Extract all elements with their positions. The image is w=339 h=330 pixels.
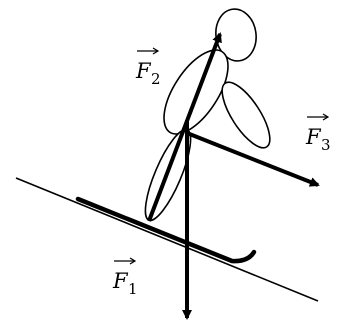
force-arrow-f3 (186, 131, 320, 187)
label-f1-subscript: 1 (128, 280, 138, 298)
skier-arm (221, 81, 271, 149)
label-f3-vector-tip (322, 113, 330, 121)
label-f1: F 1 (112, 257, 138, 298)
label-f3-subscript: 3 (321, 136, 331, 154)
label-f2-letter: F (135, 59, 152, 83)
force-arrow-f2 (147, 32, 222, 222)
label-f1-letter: F (112, 269, 129, 293)
label-f2: F 2 (135, 47, 161, 88)
ski (75, 196, 257, 264)
label-f2-subscript: 2 (151, 70, 161, 88)
label-f3-letter: F (305, 125, 322, 149)
label-f3: F 3 (305, 113, 331, 154)
label-f1-vector-tip (129, 257, 137, 265)
label-f2-vector-tip (152, 47, 160, 55)
slope-line (15, 177, 319, 302)
